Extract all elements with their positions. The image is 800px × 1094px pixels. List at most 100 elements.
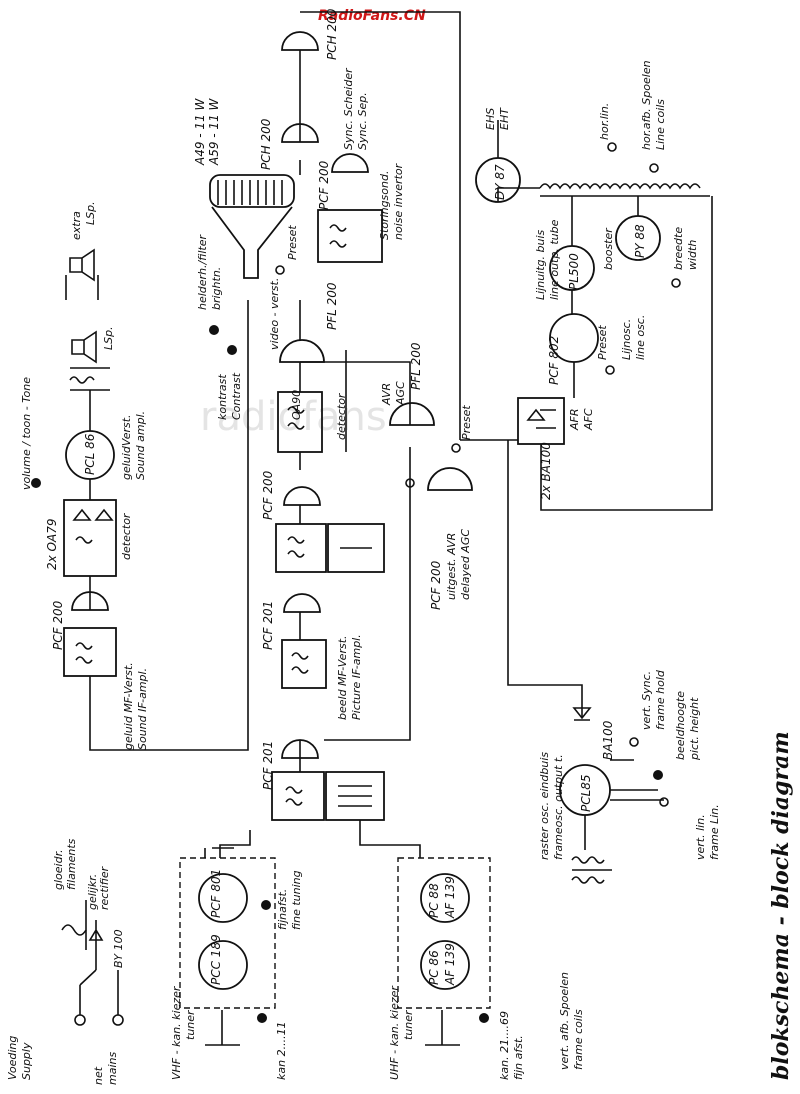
- tube-pcf200-a: [283, 486, 321, 506]
- afc-label-en: AFC: [582, 408, 595, 431]
- mains-switch-icon: [79, 969, 119, 1015]
- crt-preset-label: Preset: [286, 225, 299, 260]
- if-coils-icon: [287, 536, 372, 558]
- uhf-antenna-icon: [425, 1010, 460, 1046]
- mains-label-en: mains: [106, 1052, 119, 1085]
- tube-pch200-b-label: PCH 200: [259, 118, 273, 170]
- video-detector-label: detector: [335, 392, 348, 440]
- tube-pcc189-label: PCC 189: [209, 934, 223, 985]
- tube-af139a-label: AF 139: [443, 943, 457, 986]
- tube-pc88-label: PC 88: [427, 883, 441, 918]
- uhf-tuner: PC 86 AF 139 PC 88 AF 139 UHF - kan. kie…: [359, 820, 525, 1080]
- sound-connection-lines: [89, 300, 249, 751]
- rectifier-label-en: rectifier: [98, 865, 111, 910]
- sound-detector-diodes-icon: [72, 508, 114, 544]
- mains-terminal-icon: [74, 1014, 86, 1026]
- if-filter-box-2: [325, 771, 385, 821]
- booster-label: booster: [602, 227, 615, 270]
- eht-label-en: EHT: [498, 107, 511, 130]
- frame-output-transformer-icon: [571, 856, 612, 884]
- tube-pc88: [420, 873, 470, 923]
- tube-pfl200-a: [279, 339, 325, 363]
- vhf-selector-label: VHF - kan. kiezer: [170, 985, 183, 1080]
- frame-osc-label-nl: raster osc. eindbuis: [538, 752, 551, 860]
- width-knob-icon: [671, 278, 681, 288]
- frame-hold-knob-icon: [629, 737, 639, 747]
- preset-knob-icon: [275, 265, 285, 275]
- watermark-middle: radiofans: [200, 394, 387, 440]
- line-osc-label-en: line osc.: [634, 315, 647, 360]
- width-label-en: width: [686, 240, 699, 270]
- noise-inverter-box: [317, 209, 383, 263]
- vhf-tuner: PCC 189 PCF 801 VHF - kan. kiezer tuner …: [170, 830, 303, 1080]
- hor-lin-knob-icon: [607, 142, 617, 152]
- tube-pcf200-b: [331, 153, 369, 173]
- tube-af139b-label: AF 139: [443, 876, 457, 919]
- extra-speaker-label-1: extra: [70, 211, 83, 240]
- vhf-antenna-icon: [205, 1010, 240, 1046]
- frame-timebase: BA100 vert. Sync. frame hold beeldhoogte…: [507, 440, 721, 1070]
- tube-pfl200-b: [389, 402, 435, 426]
- contrast-label-en: Contrast: [230, 372, 243, 420]
- frame-hold-label-en: frame hold: [654, 669, 667, 730]
- contrast-knob-icon: [227, 345, 237, 355]
- uhf-to-if-line: [359, 820, 421, 858]
- if-filter-box-1: [271, 771, 325, 821]
- agc-preset-knob-icon: [451, 443, 461, 453]
- rectifier-diode-icon: [85, 920, 104, 970]
- uhf-tuner-box: [397, 857, 491, 1009]
- rectifier-label-nl: gelijkr.: [86, 874, 99, 910]
- line-osc-label-nl: Lijnosc.: [620, 319, 633, 360]
- tube-pcf200-c: [427, 467, 473, 491]
- loudspeaker-icon: [71, 330, 97, 364]
- agc-label-nl: AVR: [380, 383, 393, 406]
- tube-pcf801-label: PCF 801: [209, 869, 223, 918]
- frame-lin-label-en: frame Lin.: [708, 804, 721, 860]
- tube-pcc189: [198, 940, 248, 990]
- volume-tone-label: volume / toon - Tone: [20, 377, 33, 490]
- sound-chain: PCF 200 geluid MF-Verst. Sound IF-ampl. …: [20, 201, 249, 751]
- tube-py88-label: PY 88: [633, 224, 647, 258]
- rectifier-type-label: BY 100: [112, 929, 125, 968]
- delayed-agc-label-en: delayed AGC: [459, 529, 472, 600]
- tube-pcf201-a: [281, 739, 319, 759]
- sound-detector-diode-label: 2x OA79: [45, 519, 59, 570]
- line-coils-label-en: Line coils: [654, 99, 667, 150]
- if-filter-box-4: [275, 523, 327, 573]
- line-timebase-connections: [460, 120, 713, 511]
- picture-if-chain: PCF 201 PCF 201 beeld MF-Verst. Picture …: [216, 278, 385, 821]
- tube-pcf200-d: [71, 591, 109, 611]
- uhf-channels-label: kan. 21....69: [498, 1011, 511, 1080]
- uhf-channel-knob-icon: [479, 1013, 489, 1023]
- height-label-nl: beeldhoogte: [674, 691, 687, 760]
- if-filter-box-3: [281, 639, 327, 689]
- fine-tuning-label-en: fine tuning: [290, 870, 303, 930]
- vhf-tuner-label: tuner: [184, 1009, 197, 1040]
- noise-inverter-label-en: noise invertor: [392, 162, 405, 240]
- line-output-label-en: line outp. tube: [548, 219, 561, 300]
- sound-if-coils-icon: [75, 642, 93, 664]
- vhf-channels-label: kan 2....11: [275, 1021, 288, 1080]
- sync-separator-label-nl: Sync. Scheider: [342, 67, 355, 150]
- brightness-knob-icon: [209, 325, 219, 335]
- crt-type-label-2: A59 - 11 W: [207, 97, 221, 166]
- crt-screen: [209, 174, 295, 208]
- fine-tuning-label-nl: fijnafst.: [276, 889, 289, 930]
- crt-type-label-1: A49 - 11 W: [193, 97, 207, 166]
- line-timebase: 2x BA100 AFR AFC PCF 802 Preset Lijnosc.…: [460, 60, 713, 511]
- loudspeaker-label: LSp.: [102, 326, 115, 350]
- agc-label-en: AGC: [394, 381, 407, 406]
- frame-coils-label-en: frame coils: [572, 1009, 585, 1070]
- sync-section: PCH 200 PCH 200 Sync. Scheider Sync. Sep…: [259, 8, 461, 440]
- sync-connection-lines: [299, 11, 461, 440]
- tube-pcl86-label: PCL 86: [83, 433, 97, 475]
- width-label-nl: breedte: [672, 227, 685, 270]
- line-coils-terminal-icon: [649, 163, 659, 173]
- fine-tuning-knob-icon: [261, 900, 271, 910]
- extra-speaker-icon: [65, 248, 99, 300]
- tube-pch200-a: [281, 31, 319, 51]
- height-label-en: pict. height: [688, 697, 701, 761]
- power-supply-section: Voeding Supply net mains gloeidr. filame…: [6, 838, 125, 1085]
- sync-separator-label-en: Sync. Sep.: [356, 92, 369, 150]
- tube-pcf200-d-label: PCF 200: [51, 600, 65, 650]
